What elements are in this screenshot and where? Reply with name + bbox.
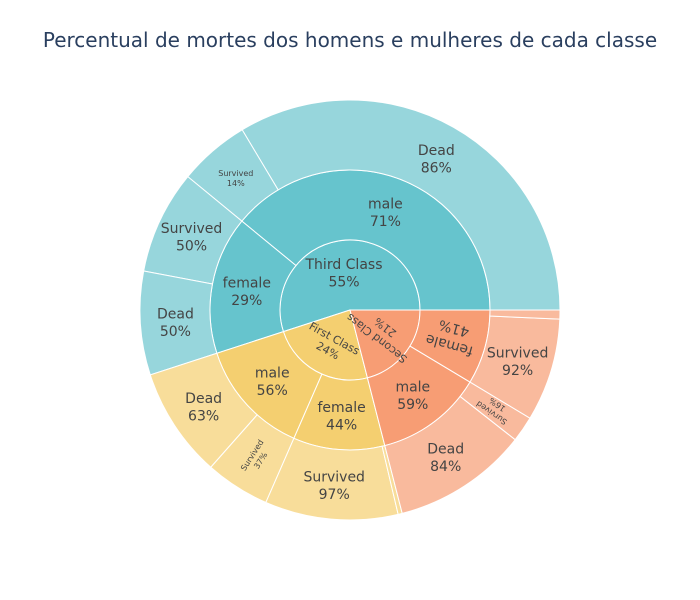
label-percent-first-class-male-dead: 63%	[188, 409, 219, 425]
label-second-class-male: male 59%	[395, 379, 430, 413]
label-name-third-class-female: female	[223, 276, 271, 292]
label-third-class: Third Class 55%	[305, 257, 383, 291]
segment-second-class-female-unlabeled[interactable]	[489, 309, 561, 320]
label-name-second-class-female-survived: Survived	[487, 346, 548, 362]
label-third-class-male: male 71%	[368, 196, 403, 230]
label-percent-third-class-female-dead: 50%	[160, 324, 191, 340]
label-name-third-class: Third Class	[305, 257, 383, 273]
label-name-third-class-male-survived: Survived	[218, 169, 253, 178]
label-percent-second-class-male: 59%	[397, 397, 428, 413]
label-name-second-class-male: male	[395, 379, 430, 395]
label-percent-first-class-male: 56%	[257, 383, 288, 399]
label-name-first-class-male: male	[255, 366, 290, 382]
label-name-third-class-female-survived: Survived	[161, 221, 222, 237]
label-percent-third-class-male-survived: 14%	[227, 179, 245, 188]
label-percent-third-class: 55%	[328, 275, 359, 291]
label-name-third-class-female-dead: Dead	[157, 306, 194, 322]
label-name-first-class-male-dead: Dead	[185, 391, 222, 407]
sunburst-segments	[139, 99, 561, 521]
label-percent-third-class-female: 29%	[231, 293, 262, 309]
label-percent-second-class-female-survived: 92%	[502, 363, 533, 379]
label-third-class-female-dead: Dead 50%	[157, 306, 194, 340]
label-percent-third-class-female-survived: 50%	[176, 239, 207, 255]
label-name-first-class-female-survived: Survived	[303, 470, 364, 486]
label-percent-third-class-male-dead: 86%	[421, 161, 452, 177]
segment-third-class-male-dead[interactable]	[241, 99, 561, 311]
label-first-class-male-dead: Dead 63%	[185, 391, 222, 425]
label-name-second-class-male-dead: Dead	[427, 442, 464, 458]
label-name-third-class-male: male	[368, 196, 403, 212]
chart-title: Percentual de mortes dos homens e mulher…	[42, 28, 658, 52]
label-name-first-class-female: female	[317, 400, 365, 416]
label-percent-second-class-male-dead: 84%	[430, 459, 461, 475]
label-third-class-male-dead: Dead 86%	[418, 143, 455, 177]
label-percent-first-class-female: 44%	[326, 417, 357, 433]
label-percent-first-class-female-survived: 97%	[319, 487, 350, 503]
label-third-class-female-survived: Survived 50%	[161, 221, 222, 255]
label-percent-third-class-male: 71%	[370, 214, 401, 230]
label-name-third-class-male-dead: Dead	[418, 143, 455, 159]
